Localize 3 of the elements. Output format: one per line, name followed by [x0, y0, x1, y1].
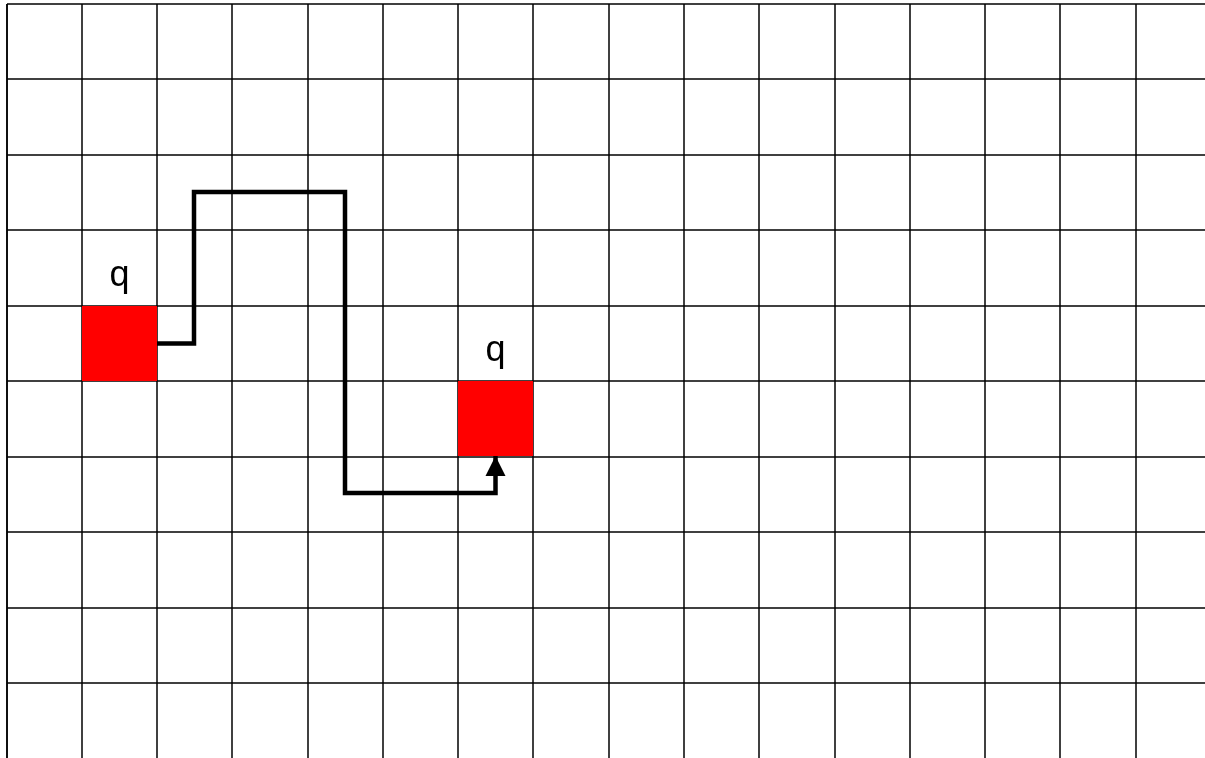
node-label: q [484, 329, 507, 369]
node-label: q [108, 254, 131, 294]
arrow [157, 189, 506, 496]
